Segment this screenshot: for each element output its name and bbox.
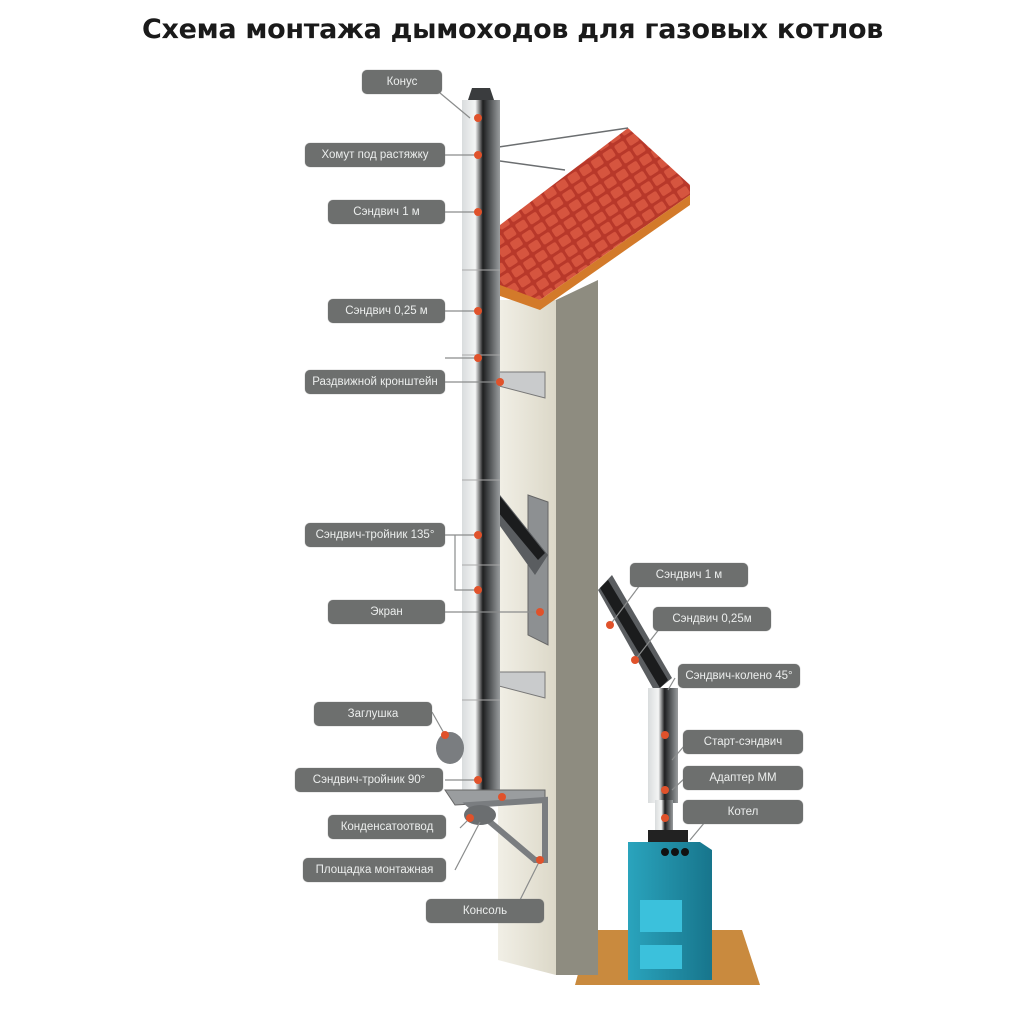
wall-side	[556, 280, 598, 975]
plug	[436, 732, 464, 764]
label-start-sandwich: Старт-сэндвич	[683, 730, 803, 754]
main-pipe	[462, 100, 500, 800]
label-kondensatootvod: Конденсатоотвод	[328, 815, 446, 839]
label-konus: Конус	[362, 70, 442, 94]
label-konsol: Консоль	[426, 899, 544, 923]
label-ekran: Экран	[328, 600, 445, 624]
label-sandwich-1m-left: Сэндвич 1 м	[328, 200, 445, 224]
label-sandwich-025-right: Сэндвич 0,25м	[653, 607, 771, 631]
label-zaglushka: Заглушка	[314, 702, 432, 726]
label-khomut: Хомут под растяжку	[305, 143, 445, 167]
label-ploshchadka: Площадка монтажная	[303, 858, 446, 882]
label-koleno-45: Сэндвич-колено 45°	[678, 664, 800, 688]
wall-front	[498, 300, 556, 975]
console	[462, 796, 548, 863]
pipe-vertical-right	[648, 688, 678, 803]
diagram-title: Схема монтажа дымоходов для газовых котл…	[141, 14, 884, 45]
label-kotel: Котел	[683, 800, 803, 824]
label-adapter: Адаптер ММ	[683, 766, 803, 790]
cone	[468, 88, 494, 100]
label-troinik-90: Сэндвич-тройник 90°	[295, 768, 443, 792]
label-sandwich-025-left: Сэндвич 0,25 м	[328, 299, 445, 323]
label-sandwich-1m-right: Сэндвич 1 м	[630, 563, 748, 587]
markers	[441, 114, 669, 864]
label-troinik-135: Сэндвич-тройник 135°	[305, 523, 445, 547]
roof	[500, 128, 690, 300]
label-kronshtein: Раздвижной кронштейн	[305, 370, 445, 394]
